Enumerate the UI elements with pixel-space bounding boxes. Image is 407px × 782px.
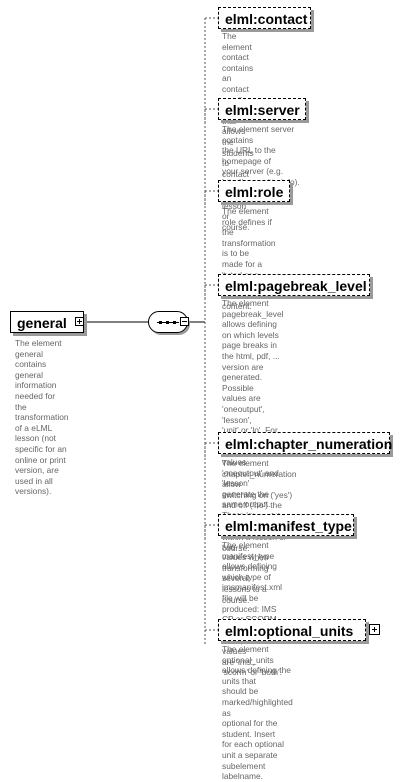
- description-line: The element optional_units: [222, 644, 274, 665]
- element-name: elml:contact: [225, 11, 308, 27]
- description-line: contains general information: [15, 359, 57, 391]
- expand-icon[interactable]: [369, 624, 380, 635]
- element-name: elml:manifest_type: [225, 518, 352, 534]
- description-line: the transformation is to be: [222, 227, 276, 259]
- description-line: within a lesson or course.: [222, 532, 287, 553]
- description-line: or course.: [222, 211, 250, 232]
- element-name: elml:server: [225, 102, 300, 118]
- description-line: should be marked/highlighted as: [222, 686, 293, 718]
- description-line: version are generated. Possible: [222, 361, 264, 393]
- description-line: The element chapter_numeration allow: [222, 458, 297, 490]
- description-line: optional for the student. Insert: [222, 718, 278, 739]
- description-line: subelement labelname.: [222, 760, 266, 782]
- description-line: online or print version, are: [15, 454, 66, 476]
- expand-icon[interactable]: [75, 317, 84, 326]
- description-line: values are 'oneoutput', 'lesson',: [222, 393, 265, 425]
- element-box-elml-optional_units[interactable]: elml:optional_units: [218, 619, 366, 641]
- element-box-elml-server[interactable]: elml:server: [218, 98, 306, 120]
- description-line: the URL to the homepage of: [222, 145, 276, 166]
- sequence-dot: [166, 321, 169, 324]
- collapse-icon[interactable]: [180, 317, 189, 326]
- element-box-elml-chapter_numeration[interactable]: elml:chapter_numeration: [218, 432, 393, 454]
- element-box-elml-role[interactable]: elml:role: [218, 180, 290, 202]
- element-box-general[interactable]: general: [10, 311, 84, 333]
- description-line: allows the students to: [222, 126, 254, 169]
- element-box-elml-pagebreak_level[interactable]: elml:pagebreak_level: [218, 274, 370, 296]
- element-name: elml:optional_units: [225, 623, 354, 639]
- description-line: transformation of a eLML: [15, 412, 69, 433]
- element-name: elml:role: [225, 184, 284, 200]
- description-line: allows defining which type of: [222, 561, 277, 582]
- description-line: lessons to a course.: [222, 584, 267, 605]
- description-line: The element role defines if: [222, 206, 272, 227]
- description-line: for each optional unit a separate: [222, 739, 284, 760]
- description-line: content.: [222, 301, 252, 312]
- element-box-elml-manifest_type[interactable]: elml:manifest_type: [218, 514, 354, 536]
- minus-glyph: [182, 321, 187, 322]
- description-line: used in all versions).: [15, 475, 53, 497]
- element-name: elml:pagebreak_level: [225, 278, 367, 294]
- description-line: lesson (not specific for an: [15, 433, 67, 454]
- connector-lines: [84, 17, 218, 646]
- description-line: values when transforming several: [222, 552, 269, 584]
- description-line: The element server contains: [222, 124, 295, 145]
- description-line: The element manifest_type: [222, 540, 275, 561]
- description-line: your server (e.g.: [222, 166, 283, 177]
- element-name: general: [17, 315, 67, 331]
- description-line: The element general: [15, 338, 62, 359]
- description-line: page breaks in the html, pdf, ...: [222, 340, 280, 361]
- description-line: The element pagebreak_level: [222, 298, 284, 319]
- description-line: allows defining the units that: [222, 665, 291, 686]
- description-line: The element contact contains: [222, 31, 254, 73]
- sequence-dot: [159, 321, 162, 324]
- sequence-dot: [173, 321, 176, 324]
- description-line: values 'oneoutput' and 'lesson': [222, 456, 279, 489]
- element-box-elml-contact[interactable]: elml:contact: [218, 7, 311, 29]
- description-line: allows defining on which levels: [222, 319, 279, 340]
- description-line: are 'ims', 'scorm' or 'both'.: [222, 656, 282, 678]
- description-line: switching on ('yes') and off ('no') the: [222, 489, 293, 511]
- description-line: imsmanifest.xml file will be: [222, 582, 283, 603]
- description-line: needed for the: [15, 390, 56, 412]
- element-name: elml:chapter_numeration: [225, 436, 393, 452]
